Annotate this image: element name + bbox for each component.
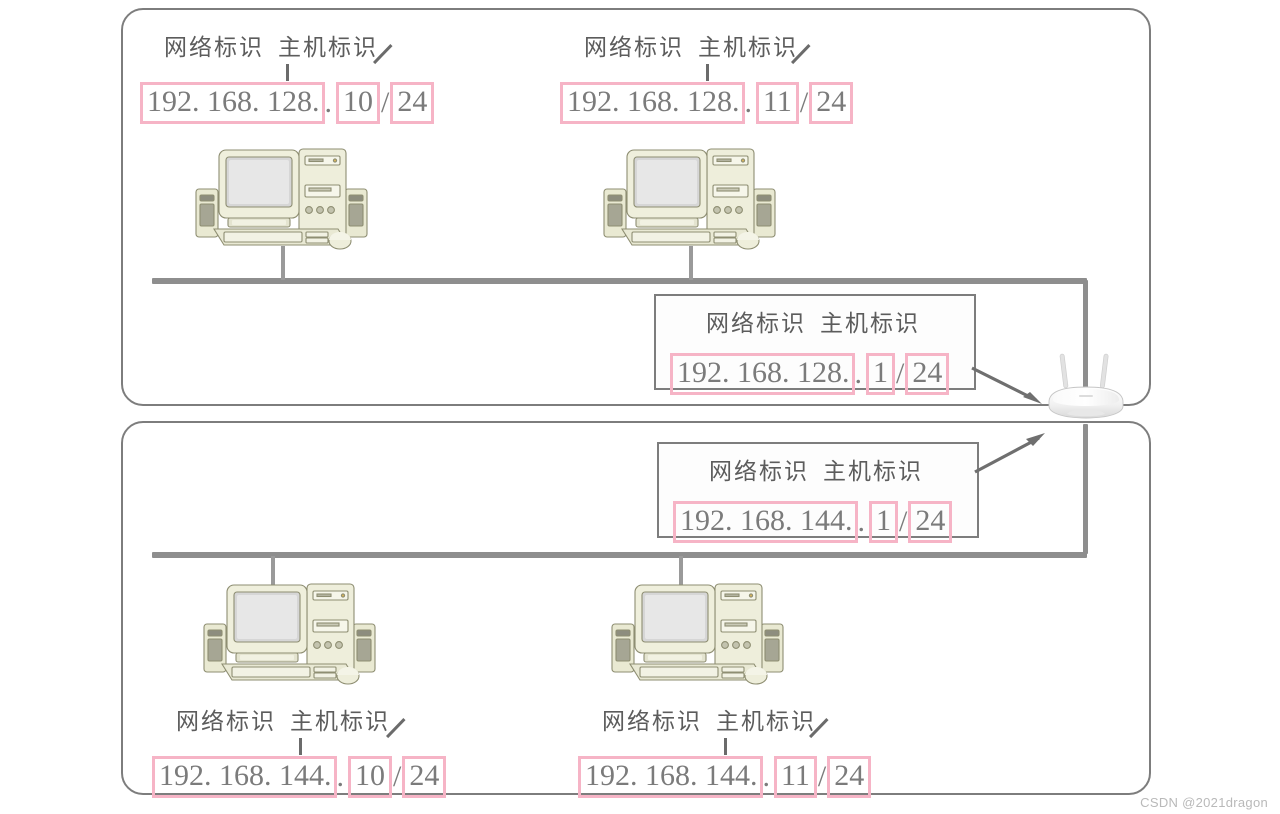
caption-host-id: 主机标识 bbox=[290, 709, 390, 734]
router-antenna-right bbox=[1099, 353, 1109, 389]
ip-network-part: 192. 168. 128. bbox=[670, 353, 855, 395]
bus-line-bottom bbox=[152, 552, 1087, 558]
ip-slash-separator: / bbox=[817, 760, 827, 793]
ip-mask-part: 24 bbox=[908, 501, 953, 543]
ip-label-captions: 网络标识 主机标识 bbox=[140, 28, 434, 62]
wireless-router-icon bbox=[1048, 353, 1124, 419]
bus-uplink-bottom bbox=[1083, 424, 1088, 554]
ip-host-part: 1 bbox=[866, 353, 895, 395]
desktop-computer-icon bbox=[603, 148, 776, 250]
ip-mask-part: 24 bbox=[827, 756, 872, 798]
ip-label-captions: 网络标识 主机标识 bbox=[152, 702, 446, 736]
ip-slash-separator: / bbox=[899, 505, 908, 538]
ip-network-part: 192. 168. 144. bbox=[673, 501, 858, 543]
router-antenna-left bbox=[1059, 353, 1069, 389]
pointer-host-id bbox=[373, 62, 394, 79]
ip-host-part: 10 bbox=[336, 82, 380, 124]
ip-label-pointers bbox=[673, 486, 963, 501]
ip-mask-part: 24 bbox=[402, 756, 447, 798]
ip-dot-separator: . bbox=[324, 86, 333, 119]
ip-network-part: 192. 168. 128. bbox=[140, 82, 325, 124]
ip-host-part: 11 bbox=[756, 82, 799, 124]
ip-network-part: 192. 168. 128. bbox=[560, 82, 745, 124]
ip-address-value: 192. 168. 128. . 11 / 24 bbox=[560, 82, 854, 124]
ip-label-pointers bbox=[578, 736, 871, 756]
caption-network-id: 网络标识 bbox=[602, 709, 702, 734]
caption-network-id: 网络标识 bbox=[584, 35, 684, 60]
desktop-computer-icon bbox=[195, 148, 368, 250]
caption-network-id: 网络标识 bbox=[176, 709, 276, 734]
gateway-label-box-top: 网络标识 主机标识 192. 168. 128. . 1 / 24 bbox=[654, 294, 976, 395]
drop-line-host-top-right bbox=[689, 246, 693, 280]
ip-address-value: 192. 168. 144. . 11 / 24 bbox=[578, 756, 872, 798]
subnet-panel-bottom bbox=[121, 421, 1151, 795]
drop-line-host-bottom-right bbox=[679, 556, 683, 586]
caption-host-id: 主机标识 bbox=[716, 709, 816, 734]
caption-network-id: 网络标识 bbox=[706, 311, 806, 336]
watermark-text: CSDN @2021dragon bbox=[1140, 795, 1268, 810]
router-logo bbox=[1079, 395, 1093, 397]
pointer-network-id bbox=[706, 64, 709, 81]
ip-label-pointers bbox=[152, 736, 446, 756]
pointer-network-id bbox=[286, 64, 289, 81]
caption-host-id: 主机标识 bbox=[823, 459, 923, 484]
ip-label-captions: 网络标识 主机标识 bbox=[578, 702, 871, 736]
ip-label-captions: 网络标识 主机标识 bbox=[673, 452, 963, 486]
pointer-network-id bbox=[724, 738, 727, 755]
ip-label-pointers bbox=[670, 338, 960, 353]
ip-slash-separator: / bbox=[799, 86, 809, 119]
ip-label-host-top-right: 网络标识 主机标识 192. 168. 128. . 11 / 24 bbox=[560, 28, 854, 124]
desktop-computer-icon bbox=[611, 583, 784, 685]
ip-mask-part: 24 bbox=[809, 82, 854, 124]
drop-line-host-top-left bbox=[281, 246, 285, 280]
ip-label-pointers bbox=[140, 62, 434, 82]
ip-label-host-top-left: 网络标识 主机标识 192. 168. 128. . 10 / 24 bbox=[140, 28, 435, 124]
ip-dot-separator: . bbox=[857, 505, 866, 538]
ip-host-part: 1 bbox=[869, 501, 898, 543]
ip-slash-separator: / bbox=[896, 357, 905, 390]
ip-slash-separator: / bbox=[393, 760, 402, 793]
ip-dot-separator: . bbox=[854, 357, 863, 390]
drop-line-host-bottom-left bbox=[271, 556, 275, 586]
pointer-network-id bbox=[299, 738, 302, 755]
ip-label-pointers bbox=[560, 62, 853, 82]
ip-label-captions: 网络标识 主机标识 bbox=[670, 304, 960, 338]
ip-dot-separator: . bbox=[336, 760, 345, 793]
pointer-host-id bbox=[386, 736, 407, 753]
ip-address-value: 192. 168. 128. . 1 / 24 bbox=[670, 353, 960, 395]
ip-label-host-bottom-left: 网络标识 主机标识 192. 168. 144. . 10 / 24 bbox=[152, 702, 447, 798]
caption-host-id: 主机标识 bbox=[820, 311, 920, 336]
ip-network-part: 192. 168. 144. bbox=[152, 756, 337, 798]
ip-mask-part: 24 bbox=[390, 82, 435, 124]
caption-host-id: 主机标识 bbox=[698, 35, 798, 60]
subnet-panel-top bbox=[121, 8, 1151, 406]
arrow-gateway-top-to-router bbox=[971, 366, 1042, 404]
ip-mask-part: 24 bbox=[905, 353, 950, 395]
bus-uplink-top bbox=[1083, 280, 1088, 406]
ip-address-value: 192. 168. 144. . 1 / 24 bbox=[673, 501, 963, 543]
gateway-label-box-bottom: 网络标识 主机标识 192. 168. 144. . 1 / 24 bbox=[657, 442, 979, 543]
bus-line-top bbox=[152, 278, 1087, 284]
caption-network-id: 网络标识 bbox=[709, 459, 809, 484]
arrow-gateway-bottom-to-router bbox=[974, 433, 1045, 474]
pointer-host-id bbox=[791, 62, 812, 79]
pointer-host-id bbox=[809, 736, 830, 753]
ip-network-part: 192. 168. 144. bbox=[578, 756, 763, 798]
ip-label-captions: 网络标识 主机标识 bbox=[560, 28, 853, 62]
ip-address-value: 192. 168. 144. . 10 / 24 bbox=[152, 756, 447, 798]
ip-slash-separator: / bbox=[381, 86, 390, 119]
ip-dot-separator: . bbox=[762, 760, 771, 793]
ip-dot-separator: . bbox=[744, 86, 753, 119]
ip-label-host-bottom-right: 网络标识 主机标识 192. 168. 144. . 11 / 24 bbox=[578, 702, 872, 798]
desktop-computer-icon bbox=[203, 583, 376, 685]
ip-host-part: 10 bbox=[348, 756, 392, 798]
ip-host-part: 11 bbox=[774, 756, 817, 798]
caption-network-id: 网络标识 bbox=[164, 35, 264, 60]
ip-address-value: 192. 168. 128. . 10 / 24 bbox=[140, 82, 435, 124]
caption-host-id: 主机标识 bbox=[278, 35, 378, 60]
